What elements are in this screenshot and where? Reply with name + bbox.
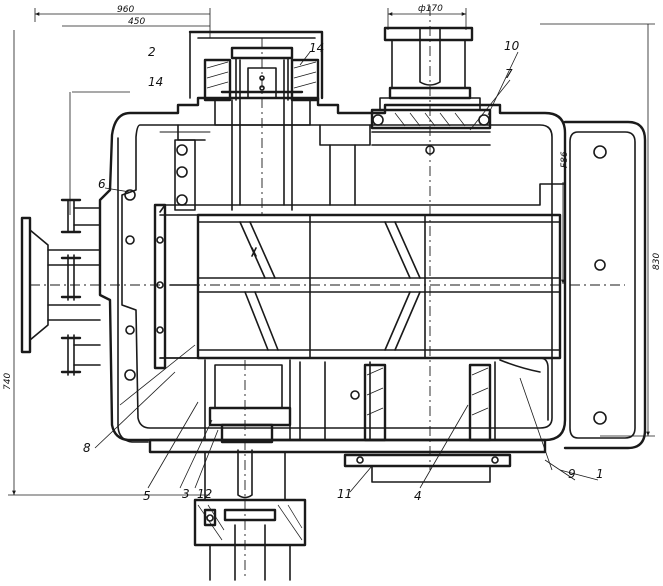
callout-12: 12 [197,487,212,501]
dim-shaft-diameter: ф170 [418,4,443,14]
callout-8: 8 [83,441,91,455]
callout-2: 2 [148,45,156,59]
callout-7: 7 [505,67,513,81]
top-right-shaft-assembly [329,26,492,206]
bottom-right-shaft-assembly [299,361,512,483]
gear-rotor [153,203,562,373]
callout-11: 11 [337,487,352,501]
dim-overall-length: 960 [117,5,134,15]
top-left-shaft-assembly [174,30,324,211]
dim-height: 830 [652,253,662,270]
dimension-lines [8,8,655,496]
callout-3: 3 [182,487,190,501]
dim-centre-distance: F86 [560,151,570,168]
dimension-labels: 960 450 ф170 F86 830 740 [3,4,662,390]
inlet-pipe-assembly [20,189,136,381]
callout-14-left: 14 [148,75,163,89]
callout-10: 10 [504,39,520,53]
dim-base-length: 740 [3,373,13,390]
callout-labels: 1 2 3 4 5 6 7 8 9 10 11 12 14 14 [83,39,604,503]
callout-14-top: 14 [309,41,324,55]
callout-9: 9 [568,467,576,481]
gearbox-housing [98,96,647,454]
bottom-left-shaft-assembly [193,359,307,581]
leader-lines [94,51,599,493]
callout-6: 6 [98,177,106,191]
callout-1: 1 [596,467,604,481]
callout-5: 5 [143,489,151,503]
callout-4: 4 [414,489,422,503]
dim-offset: 450 [128,17,145,27]
